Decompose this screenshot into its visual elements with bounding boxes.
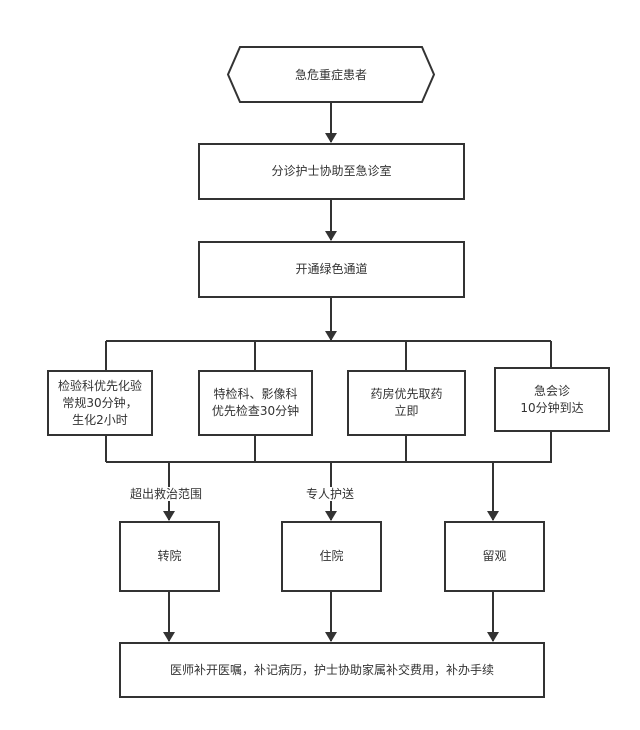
start-label: 急危重症患者 [294, 68, 367, 82]
triage-node: 分诊护士协助至急诊室 [198, 143, 465, 200]
consult-line: 急会诊 [533, 383, 570, 398]
lab-line: 检验科优先化验 [57, 378, 142, 393]
transfer-label: 转院 [157, 549, 182, 563]
edge-label-transfer: 超出救治范围 [128, 487, 205, 501]
start-hexagon [226, 46, 436, 103]
triage-label: 分诊护士协助至急诊室 [271, 164, 392, 178]
observe-label: 留观 [482, 549, 507, 563]
imaging-node: 特检科、影像科优先检查30分钟 [198, 370, 313, 436]
green-channel-label: 开通绿色通道 [295, 262, 368, 276]
start-node: 急危重症患者 [228, 47, 434, 102]
edge-label-admit: 专人护送 [304, 487, 357, 501]
final-node: 医师补开医嘱，补记病历，护士协助家属补交费用，补办手续 [119, 642, 545, 698]
lab-line: 常规30分钟， [62, 395, 138, 410]
green-channel-node: 开通绿色通道 [198, 241, 465, 298]
observe-node: 留观 [444, 521, 545, 592]
pharmacy-line: 药房优先取药 [370, 387, 443, 401]
admit-node: 住院 [281, 521, 382, 592]
imaging-line: 特检科、影像科 [213, 387, 298, 401]
pharmacy-line: 立即 [394, 404, 419, 418]
lab-node: 检验科优先化验常规30分钟， 生化2小时 [47, 370, 153, 436]
transfer-node: 转院 [119, 521, 220, 592]
pharmacy-node: 药房优先取药立即 [347, 370, 466, 436]
imaging-line: 优先检查30分钟 [211, 404, 300, 418]
admit-label: 住院 [319, 549, 344, 563]
final-label: 医师补开医嘱，补记病历，护士协助家属补交费用，补办手续 [169, 662, 494, 677]
consult-node: 急会诊 10分钟到达 [494, 367, 610, 432]
lab-line: 生化2小时 [72, 412, 128, 427]
consult-line: 10分钟到达 [520, 400, 584, 415]
